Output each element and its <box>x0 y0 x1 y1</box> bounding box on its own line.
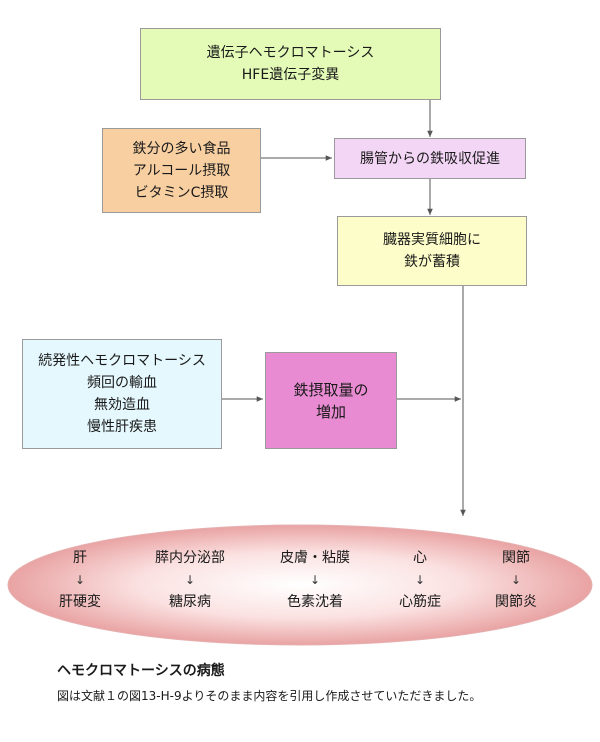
box-iron-rich-food: 鉄分の多い食品アルコール摂取ビタミンC摂取 <box>102 128 261 213</box>
caption-title: ヘモクロマトーシスの病態 <box>57 663 225 679</box>
disease-name: 心筋症 <box>399 594 441 610</box>
down-arrow-icon: ↓ <box>510 573 522 587</box>
down-arrow-icon: ↓ <box>74 573 86 587</box>
box-line: 続発性ヘモクロマトーシス <box>38 353 206 369</box>
organ-pancreas-endocrine: 膵内分泌部 ↓ 糖尿病 <box>140 546 240 614</box>
box-line: 鉄分の多い食品 <box>132 140 231 157</box>
box-iron-storage: 臓器実質細胞に鉄が蓄積 <box>337 216 527 286</box>
box-secondary-hemochromatosis: 続発性ヘモクロマトーシス頻回の輸血無効造血慢性肝疾患 <box>22 339 222 449</box>
down-arrow-icon: ↓ <box>414 573 426 587</box>
box-line: アルコール摂取 <box>132 162 231 179</box>
caption-text: 図は文献１の図13-H-9よりそのまま内容を引用し作成させていただきました。 <box>57 689 482 703</box>
organ-joint: 関節 ↓ 関節炎 <box>466 546 566 614</box>
disease-name: 糖尿病 <box>169 594 211 610</box>
box-line: 慢性肝疾患 <box>87 419 157 435</box>
organ-name: 心 <box>413 550 427 566</box>
disease-name: 関節炎 <box>495 594 537 610</box>
box-line: 鉄摂取量の <box>293 380 369 399</box>
organ-name: 関節 <box>502 550 530 566</box>
disease-name: 肝硬変 <box>59 594 101 610</box>
box-genetic-hemochromatosis: 遺伝子ヘモクロマトーシス HFE遺伝子変異 <box>140 28 441 100</box>
box-line: 増加 <box>315 402 346 421</box>
organ-name: 膵内分泌部 <box>155 550 225 566</box>
organ-name: 皮膚・粘膜 <box>280 550 350 566</box>
box-iron-intake-increase: 鉄摂取量の増加 <box>265 352 397 449</box>
box-iron-absorption: 腸管からの鉄吸収促進 <box>334 138 526 179</box>
organ-heart: 心 ↓ 心筋症 <box>370 546 470 614</box>
organ-liver: 肝 ↓ 肝硬変 <box>30 546 130 614</box>
box-line: 鉄が蓄積 <box>404 254 460 270</box>
box-line: 無効造血 <box>94 397 150 413</box>
organ-skin-mucosa: 皮膚・粘膜 ↓ 色素沈着 <box>265 546 365 614</box>
box-line: 腸管からの鉄吸収促進 <box>360 150 500 167</box>
down-arrow-icon: ↓ <box>309 573 321 587</box>
disease-name: 色素沈着 <box>287 594 343 610</box>
organ-effects-ellipse <box>7 524 593 646</box>
down-arrow-icon: ↓ <box>184 573 196 587</box>
box-line: ビタミンC摂取 <box>134 184 229 201</box>
box-line: 臓器実質細胞に <box>383 232 481 248</box>
box-line: 頻回の輸血 <box>87 375 157 391</box>
organ-name: 肝 <box>73 550 87 566</box>
box-line: 遺伝子ヘモクロマトーシス <box>206 45 375 61</box>
box-line: HFE遺伝子変異 <box>241 67 340 83</box>
